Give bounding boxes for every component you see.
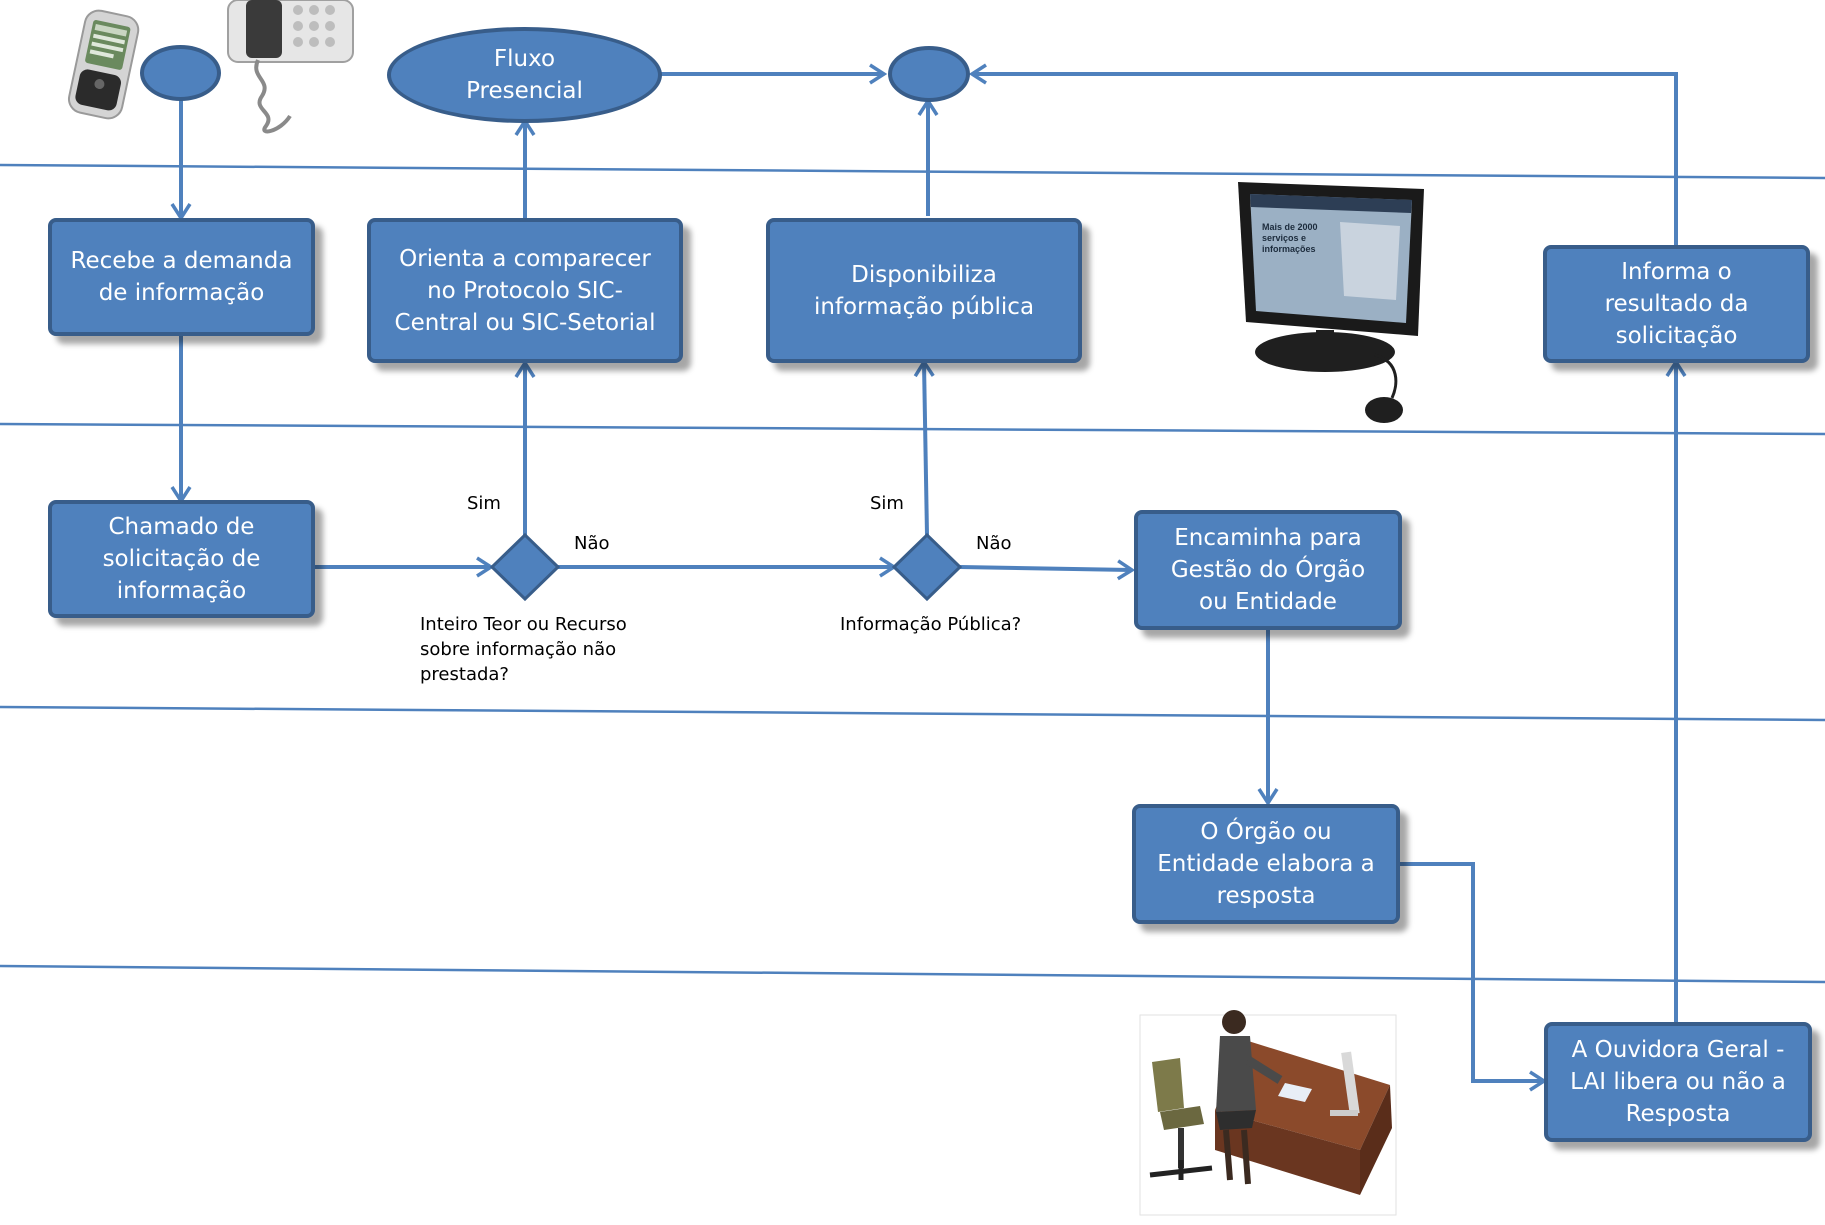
decision-diamond-informacao-publica [891, 532, 963, 602]
monitor-screen-text: Mais de 2000 serviços e informações [1262, 222, 1318, 254]
swimlane-lines [0, 163, 1825, 984]
decision-diamond-inteiro-teor [489, 532, 561, 602]
phone-icon [67, 0, 354, 134]
computer-monitor-icon [1238, 182, 1424, 423]
process-box-recebe-demanda: Recebe a demanda de informação [48, 218, 315, 336]
process-box-orienta: Orienta a comparecer no Protocolo SIC- C… [367, 218, 683, 363]
decision1-no-label: Não [574, 533, 610, 554]
process-box-chamado: Chamado de solicitação de informação [48, 500, 315, 618]
lane-separator-1 [0, 163, 1825, 180]
decision2-yes-label: Sim [870, 493, 904, 514]
decision2-no-label: Não [976, 533, 1012, 554]
start-oval-contact [140, 45, 221, 101]
connector-orgao-to-ouvidora [1398, 862, 1548, 1092]
end-oval [888, 46, 970, 102]
start-oval-fluxo-presencial: Fluxo Presencial [387, 27, 662, 123]
lane-separator-4 [0, 964, 1825, 984]
process-box-disponibiliza: Disponibiliza informação pública [766, 218, 1082, 363]
process-box-informa-resultado: Informa o resultado da solicitação [1543, 245, 1810, 363]
connector-decision2-to-disponibiliza [913, 358, 935, 536]
process-box-encaminha: Encaminha para Gestão do Órgão ou Entida… [1134, 510, 1402, 630]
office-worker-icon [1139, 1010, 1397, 1216]
process-box-orgao-elabora: O Órgão ou Entidade elabora a resposta [1132, 804, 1400, 924]
lane-separator-2 [0, 422, 1825, 436]
connector-informa-to-end [968, 63, 1678, 245]
connectors [170, 63, 1687, 1092]
lane-separator-3 [0, 705, 1825, 722]
decision1-yes-label: Sim [467, 493, 501, 514]
process-box-ouvidora-geral: A Ouvidora Geral - LAI libera ou não a R… [1544, 1022, 1812, 1142]
connector-decision2-to-encaminha [959, 559, 1136, 581]
decision2-question: Informação Pública? [840, 614, 1022, 635]
decision1-question: Inteiro Teor ou Recurso sobre informação… [420, 614, 627, 685]
